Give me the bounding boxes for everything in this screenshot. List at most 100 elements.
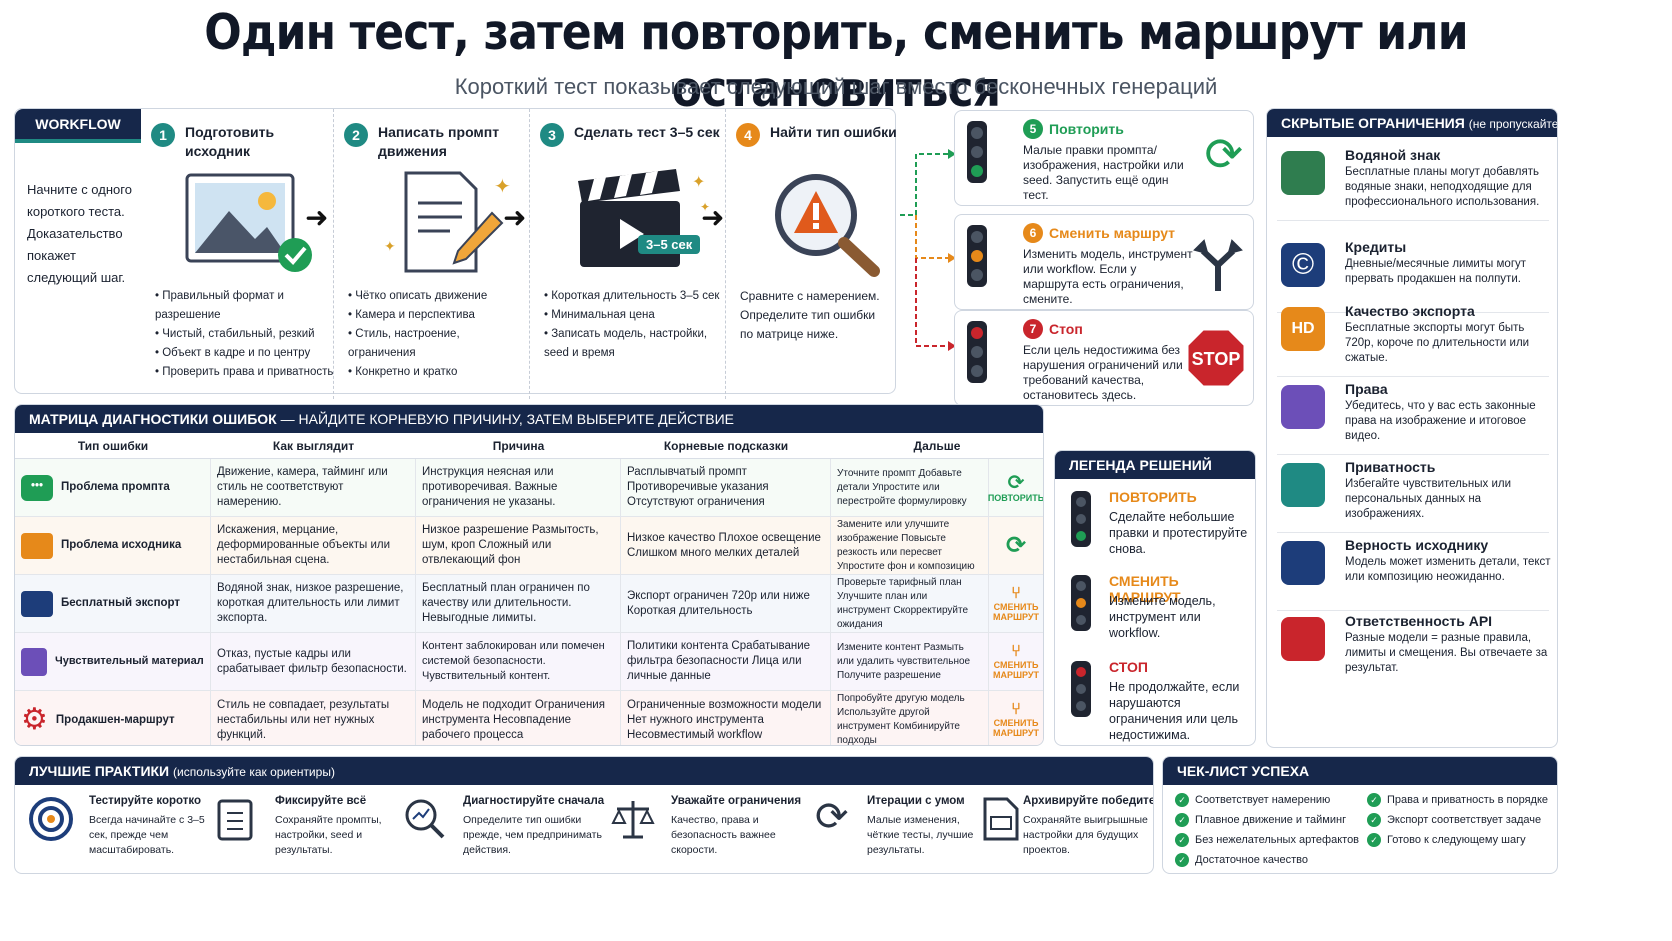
check-icon: ✓	[1175, 853, 1189, 867]
checklist-text: Плавное движение и тайминг	[1195, 814, 1347, 826]
svg-text:✦: ✦	[692, 174, 705, 191]
checklist-item: ✓Готово к следующему шагу	[1367, 833, 1526, 847]
option-title: Повторить	[1049, 121, 1124, 137]
practice-title: Диагностируйте сначала	[463, 795, 605, 807]
step-number: 4	[736, 123, 760, 147]
wallet-icon	[21, 590, 53, 617]
bullet: Стиль, настроение, ограничения	[348, 325, 529, 363]
constraint-desc: Разные модели = разные правила, лимиты и…	[1345, 632, 1548, 674]
bullet: Записать модель, настройки, seed и время	[544, 325, 714, 363]
check-icon: ✓	[1175, 793, 1189, 807]
step-2: 2 Написать промпт движения ✦ ✦ Чётко опи…	[333, 109, 529, 399]
option-number: 5	[1023, 119, 1043, 139]
option-number: 6	[1023, 223, 1043, 243]
fork-arrow-icon: ⑂	[1011, 701, 1021, 718]
checklist-item: ✓Экспорт соответствует задаче	[1367, 813, 1541, 827]
step-bullets: Правильный формат и разрешение Чистый, с…	[155, 287, 337, 382]
practice-desc: Всегда начинайте с 3–5 сек, прежде чем м…	[89, 814, 205, 856]
step-number: 1	[151, 123, 175, 147]
fork-arrow-icon	[1193, 239, 1243, 291]
practice-desc: Качество, права и безопасность важнее ск…	[671, 814, 776, 856]
checklist-text: Готово к следующему шагу	[1387, 834, 1526, 846]
fork-arrow-icon: ⑂	[1011, 642, 1021, 660]
workflow-intro: Начните с одного короткого теста. Доказа…	[27, 182, 132, 285]
page-subtitle: Короткий тест показывает следующий шаг в…	[454, 74, 1218, 99]
user-icon	[1281, 617, 1325, 661]
matrix-header-rest: — НАЙДИТЕ КОРНЕВУЮ ПРИЧИНУ, ЗАТЕМ ВЫБЕРИ…	[276, 411, 734, 427]
constraint-title: Верность исходнику	[1345, 537, 1489, 553]
option-number: 7	[1023, 319, 1043, 339]
duration-badge: 3–5 сек	[638, 235, 701, 254]
arrow-right-icon: ➜	[701, 202, 725, 233]
option-desc: Изменить модель, инструмент или workflow…	[1023, 247, 1193, 306]
magnifier-chart-icon	[405, 799, 445, 839]
error-type: Проблема исходника	[61, 539, 182, 551]
constraint-desc: Дневные/месячные лимиты могут прервать п…	[1345, 258, 1527, 285]
checklist-item: ✓Права и приватность в порядке	[1367, 793, 1548, 807]
bullet: Чётко описать движение	[348, 287, 529, 306]
step-title: Сделать тест 3–5 сек	[574, 124, 720, 140]
constraint-desc: Бесплатные планы могут добавлять водяные…	[1345, 166, 1540, 208]
stop-sign-text: STOP	[1192, 349, 1241, 369]
arrow-right-icon: ➜	[503, 202, 527, 233]
refresh-icon: ⟳	[815, 795, 849, 839]
error-look: Отказ, пустые кадры или срабатывает филь…	[211, 633, 416, 690]
checklist-text: Соответствует намерению	[1195, 794, 1331, 806]
constraint-title: Ответственность API	[1345, 613, 1493, 629]
error-hints: Ограниченные возможности модели Нет нужн…	[621, 691, 831, 745]
step-number: 2	[344, 123, 368, 147]
archive-document-icon	[983, 797, 1019, 841]
error-type: Чувствительный материал	[55, 655, 204, 667]
svg-text:✦: ✦	[494, 176, 511, 198]
practice-title: Уважайте ограничения	[671, 795, 802, 807]
legend-desc: Не продолжайте, если нарушаются ограниче…	[1109, 680, 1240, 742]
error-look: Стиль не совпадает, результаты нестабиль…	[211, 691, 416, 745]
workflow-tag: WORKFLOW	[15, 109, 141, 143]
stop-sign-icon: STOP	[1185, 327, 1247, 389]
target-icon	[29, 797, 73, 841]
table-row: ⚙Продакшен-маршрут Стиль не совпадает, р…	[15, 691, 1043, 745]
traffic-light-red-icon	[967, 321, 987, 383]
practice-title: Итерации с умом	[867, 795, 965, 807]
error-cause: Бесплатный план ограничен по качеству ил…	[416, 575, 621, 632]
magnifier-warning-icon	[775, 174, 880, 277]
legend-desc: Измените модель, инструмент или workflow…	[1109, 594, 1216, 640]
column-header: Тип ошибки	[77, 439, 149, 453]
matrix-columns: Тип ошибки Как выглядит Причина Корневые…	[15, 433, 1043, 459]
error-type: Бесплатный экспорт	[61, 597, 181, 609]
bullet: Объект в кадре и по центру	[155, 344, 337, 363]
step-title: Найти тип ошибки	[770, 124, 897, 140]
action-label: СМЕНИТЬ МАРШРУТ	[993, 718, 1040, 738]
checklist-item: ✓Достаточное качество	[1175, 853, 1308, 867]
svg-text:✦: ✦	[384, 238, 396, 254]
checklist-header: ЧЕК-ЛИСТ УСПЕХА	[1163, 757, 1557, 785]
constraint-desc: Избегайте чувствительных или персональны…	[1345, 478, 1511, 520]
constraint-title: Кредиты	[1345, 239, 1407, 255]
error-cause: Контент заблокирован или помечен системо…	[416, 633, 621, 690]
checklist-item: ✓Плавное движение и тайминг	[1175, 813, 1346, 827]
page-title: Один тест, затем повторить, сменить марш…	[204, 4, 1468, 118]
check-icon: ✓	[1367, 813, 1381, 827]
best-header-note: (используйте как ориентиры)	[173, 765, 335, 779]
error-next: Попробуйте другую модель Используйте дру…	[831, 691, 989, 745]
bullet: Проверить права и приватность	[155, 363, 337, 382]
practice-title: Фиксируйте всё	[275, 795, 367, 807]
error-hints: Экспорт ограничен 720p или ниже Короткая…	[621, 575, 831, 632]
traffic-light-green-icon	[967, 121, 987, 183]
bullet: Камера и перспектива	[348, 306, 529, 325]
clipboard-icon	[217, 799, 253, 841]
shield-icon	[1281, 151, 1325, 195]
best-header-text: ЛУЧШИЕ ПРАКТИКИ	[29, 763, 170, 779]
practice-desc: Сохраняйте промпты, настройки, seed и ре…	[275, 814, 382, 856]
error-hints: Политики контента Срабатывание фильтра б…	[621, 633, 831, 690]
image-icon	[21, 532, 53, 559]
best-header: ЛУЧШИЕ ПРАКТИКИ (используйте как ориенти…	[15, 757, 1153, 785]
constraint-desc: Бесплатные экспорты могут быть 720p, кор…	[1345, 322, 1530, 364]
lock-icon	[1281, 463, 1325, 507]
traffic-light-red-icon	[1071, 661, 1091, 717]
